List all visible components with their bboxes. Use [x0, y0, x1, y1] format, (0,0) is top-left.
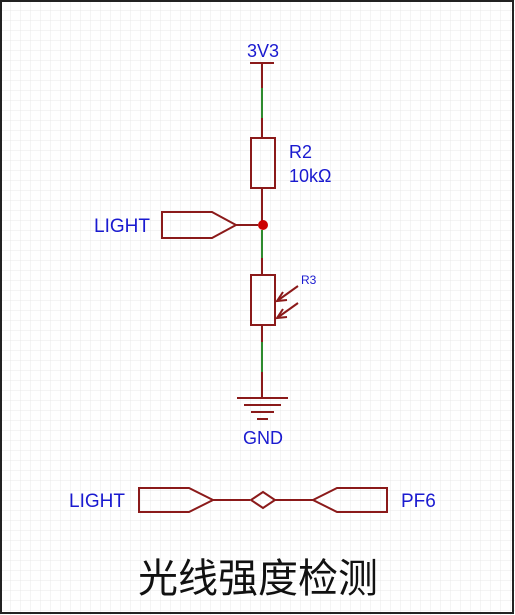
photoresistor-r3[interactable]: R3 — [250, 273, 317, 326]
net-link-left-label: LIGHT — [69, 491, 125, 512]
sheet-title: 光线强度检测 — [138, 556, 378, 602]
net-link-right-label: PF6 — [401, 491, 436, 512]
ground-label: GND — [243, 428, 283, 448]
net-port-right — [310, 487, 388, 513]
light-arrows-icon — [274, 285, 299, 320]
power-label: 3V3 — [247, 41, 279, 61]
net-port-light[interactable]: LIGHT — [94, 211, 258, 239]
net-port-left — [138, 487, 216, 513]
r3-ref-label: R3 — [301, 273, 317, 287]
net-port-light-label: LIGHT — [94, 216, 150, 237]
r2-ref-label: R2 — [289, 142, 312, 162]
r2-value-label: 10kΩ — [289, 166, 331, 186]
net-link-light-pf6[interactable]: LIGHT PF6 — [69, 487, 436, 513]
junction-dot — [258, 220, 268, 230]
power-3v3-symbol[interactable]: 3V3 — [247, 41, 279, 88]
ground-symbol[interactable]: GND — [237, 397, 288, 448]
resistor-r2[interactable]: R2 10kΩ — [250, 137, 331, 189]
